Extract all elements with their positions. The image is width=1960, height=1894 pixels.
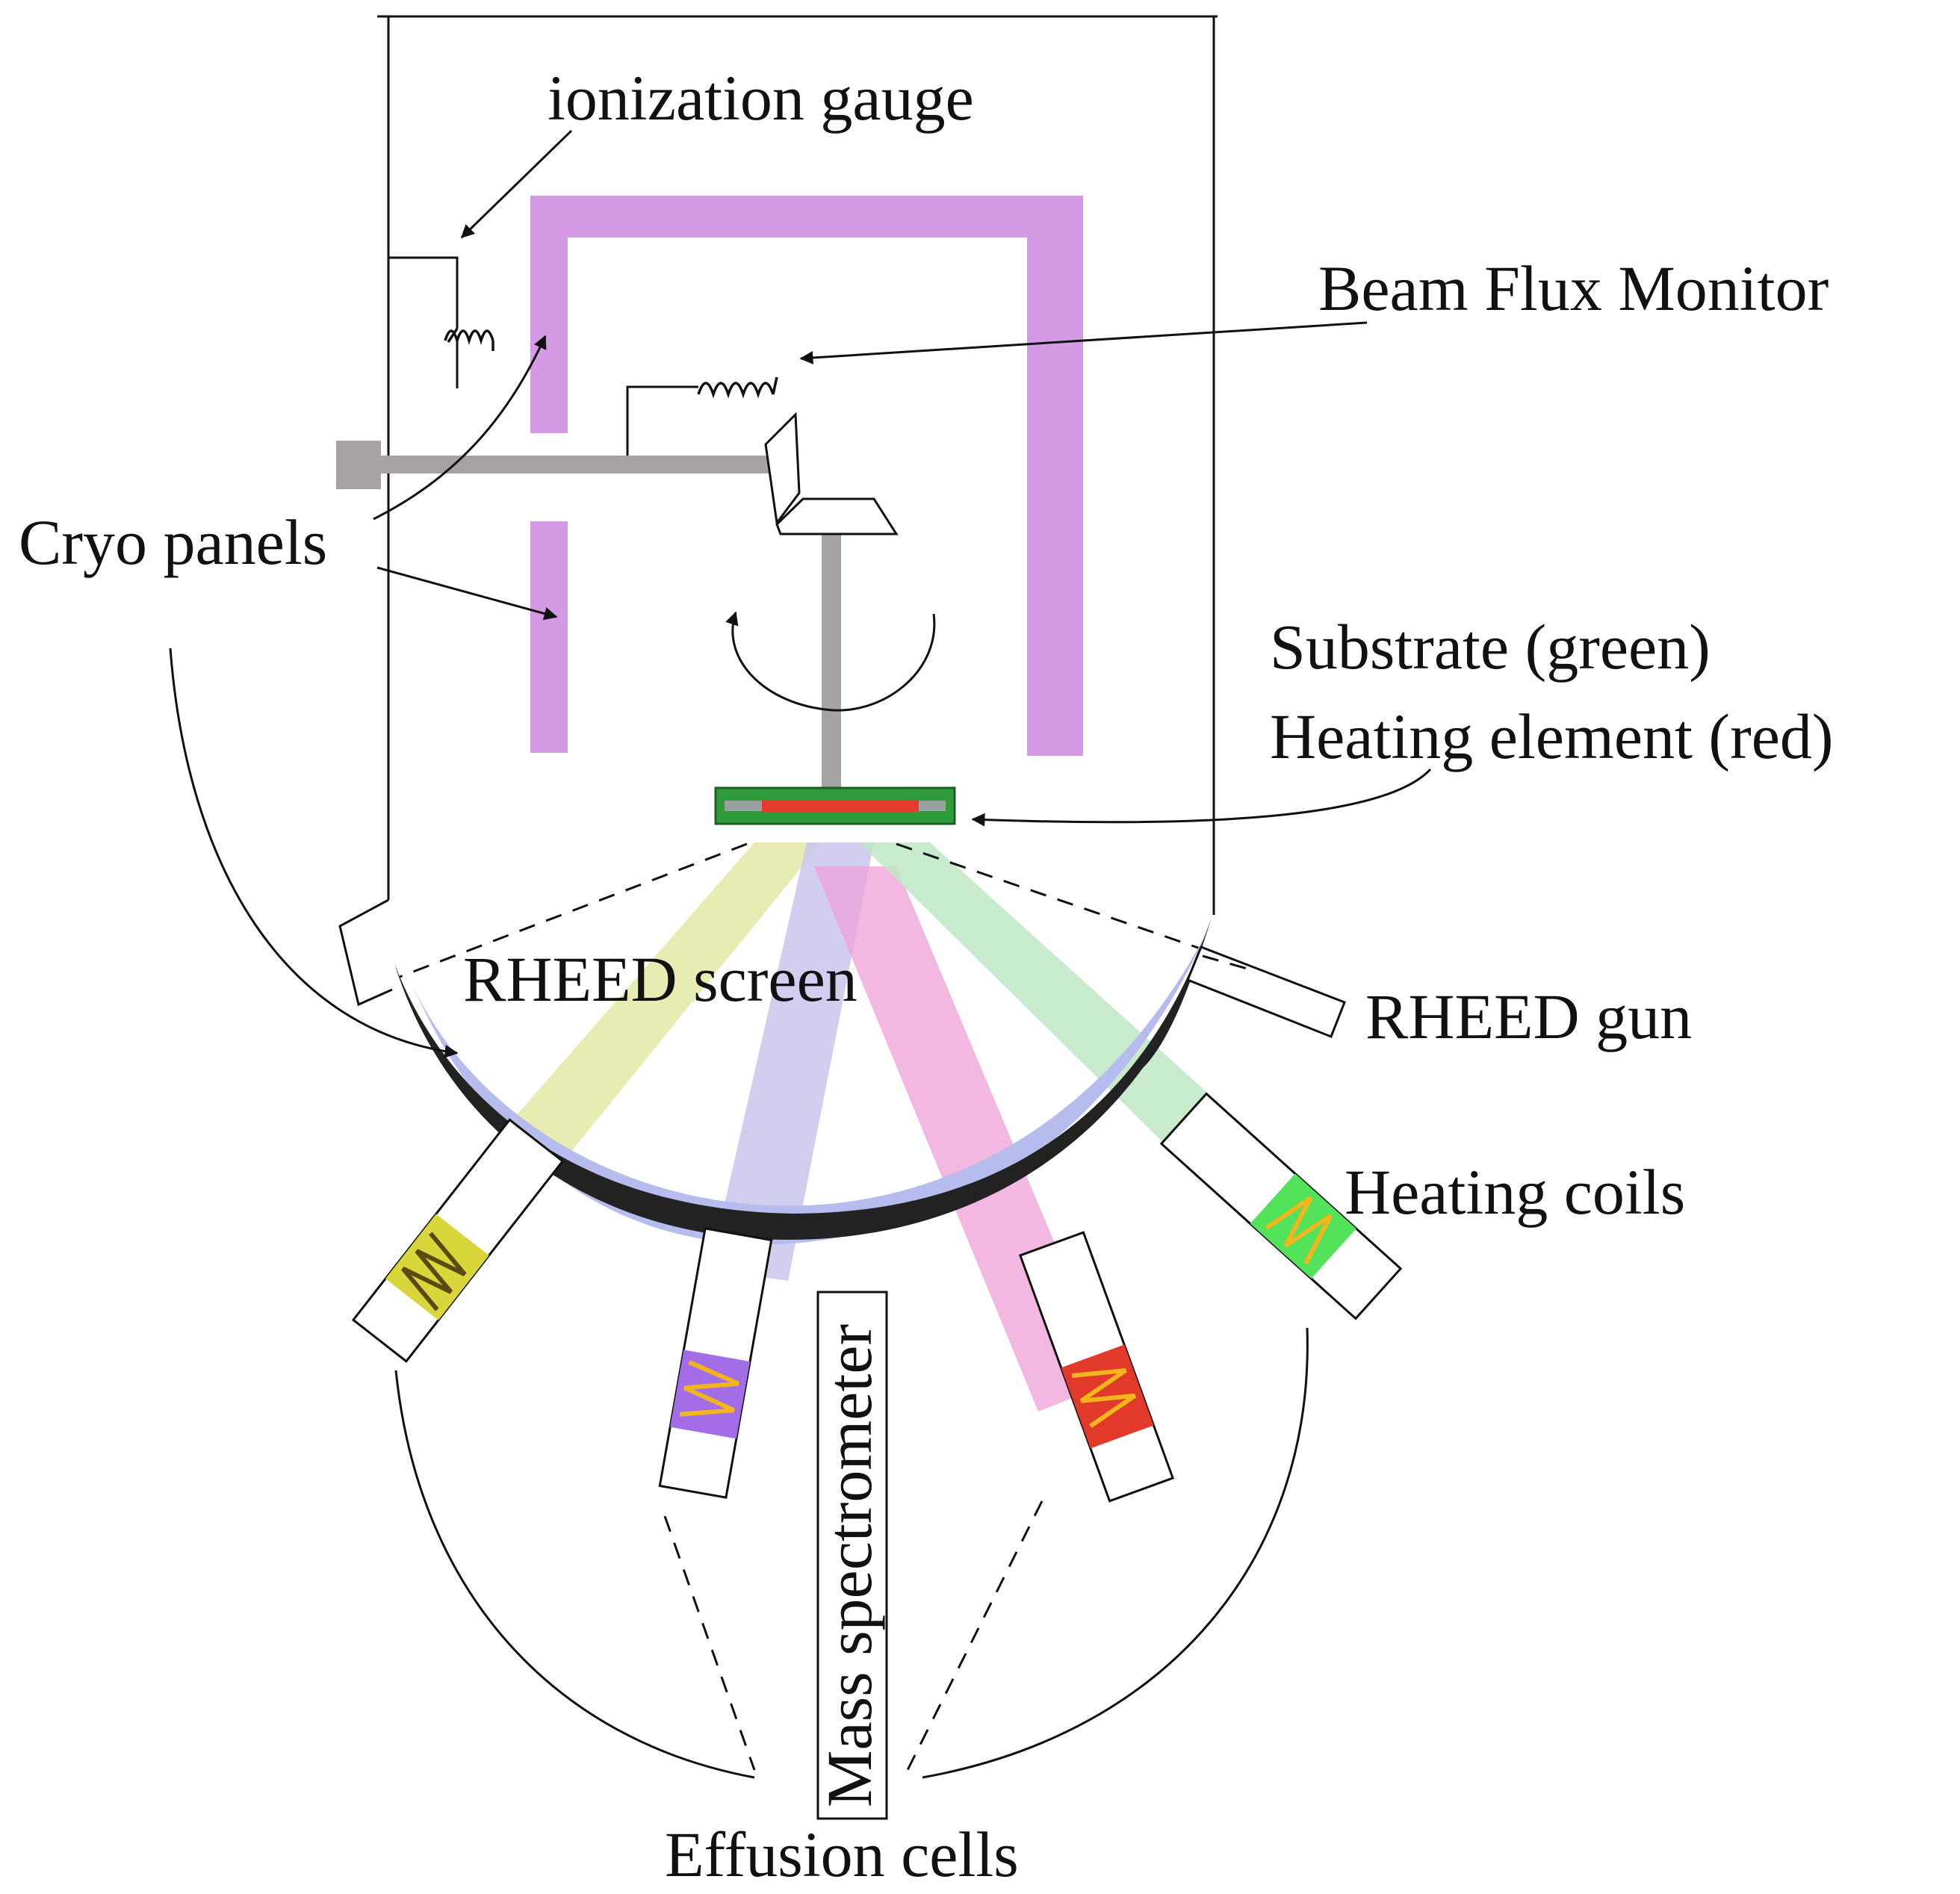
effusion-cells	[351, 1092, 1403, 1503]
cryo-panels-label: Cryo panels	[19, 506, 327, 578]
heating-coils-label: Heating coils	[1345, 1156, 1685, 1228]
arm-rod	[377, 456, 769, 474]
beam-flux-monitor	[626, 376, 899, 535]
substrate-label: Substrate (green)	[1270, 611, 1711, 683]
mass-spectrometer-label: Mass spectrometer	[813, 1324, 885, 1807]
heating-coil-red	[1071, 1367, 1137, 1429]
cryo-panel-right	[1027, 232, 1083, 756]
effusion-cell-red	[1018, 1231, 1175, 1503]
rheed-screen	[394, 917, 1212, 1245]
arm-flange	[336, 441, 381, 489]
rheed-screen-label: RHEED screen	[463, 943, 858, 1015]
cryo-panel-left-lower	[530, 521, 568, 753]
labels: ionization gauge Beam Flux Monitor Cryo …	[19, 62, 1834, 1890]
effusion-cells-label: Effusion cells	[665, 1819, 1019, 1890]
cryo-panel-left-upper	[530, 196, 568, 433]
cell-charge-purple	[670, 1350, 751, 1439]
cryo-panel-top	[530, 196, 1083, 237]
cell-charge-yellow	[385, 1214, 489, 1320]
rheed-path-left	[399, 842, 748, 978]
heating-element-label: Heating element (red)	[1270, 701, 1834, 772]
substrate-rod	[822, 534, 841, 792]
effusion-cell-yellow	[351, 1118, 565, 1363]
beam-yellow	[499, 842, 822, 1173]
rotation-arrow	[725, 611, 936, 712]
rheed-gun	[1186, 946, 1346, 1038]
leader-lines	[169, 129, 1432, 1779]
beam-lavender	[710, 842, 874, 1281]
beam-flux-monitor-label: Beam Flux Monitor	[1318, 252, 1829, 324]
substrate-holder	[714, 786, 956, 825]
ionization-gauge	[388, 256, 494, 388]
ionization-gauge-label: ionization gauge	[548, 62, 974, 134]
rheed-path-right	[896, 842, 1244, 965]
rheed-gun-label: RHEED gun	[1365, 981, 1692, 1052]
cryo-panels	[530, 196, 1083, 756]
manipulator	[336, 441, 841, 792]
heating-coil-green	[1265, 1196, 1333, 1265]
effusion-cell-purple	[658, 1227, 773, 1499]
heating-coil-purple	[680, 1360, 739, 1417]
cell-charge-green	[1250, 1173, 1356, 1279]
beam-green	[859, 842, 1259, 1182]
effusion-cell-green	[1159, 1092, 1403, 1320]
rheed-screen-backing	[403, 926, 1210, 1245]
mass-spectrometer: Mass spectrometer	[813, 1291, 888, 1820]
heating-coil-yellow	[401, 1232, 467, 1311]
heating-element	[762, 800, 919, 812]
